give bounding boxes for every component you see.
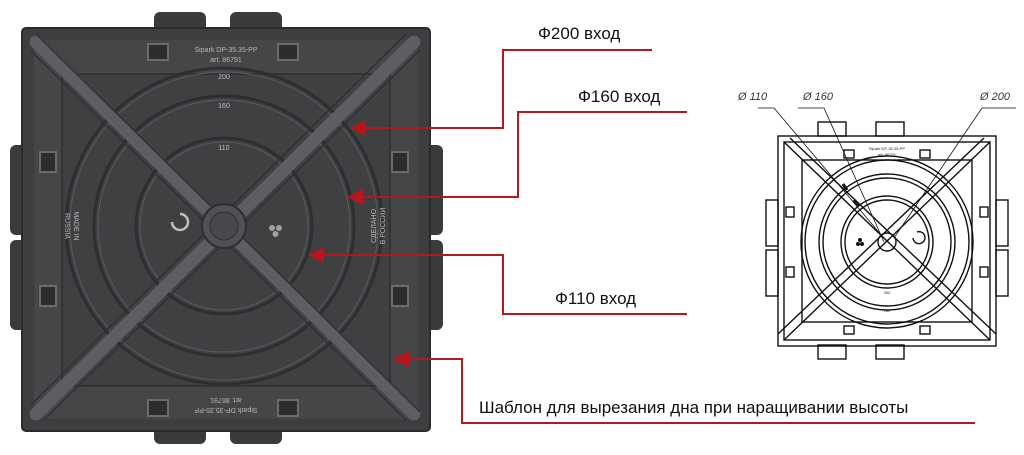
dim-label-110: Ø 110 bbox=[738, 91, 768, 103]
product-photo: Sipark DP-35.35-PP art. 86791 200 160 11… bbox=[10, 12, 443, 444]
drawing-ring-200 bbox=[800, 155, 974, 329]
drawing-ring-110 bbox=[840, 195, 934, 289]
ring-160 bbox=[92, 94, 356, 358]
ring-110-label: 110 bbox=[218, 145, 229, 152]
side-left-line1: MADE IN bbox=[72, 211, 79, 240]
drawing-body bbox=[777, 135, 997, 347]
ring-110 bbox=[134, 136, 314, 316]
callout-d110: Ф110 вход bbox=[555, 289, 637, 308]
drawing-ring-160 bbox=[818, 173, 956, 311]
ring-200-label: 200 bbox=[218, 74, 230, 81]
brand-text: Sipark DP-35.35-PP bbox=[194, 47, 257, 54]
side-right-line2: В РОССИИ bbox=[380, 208, 387, 245]
side-right-line1: СДЕЛАНО bbox=[371, 208, 378, 243]
dim-label-200: Ø 200 bbox=[980, 91, 1010, 103]
art-text-mirrored: art. 86791 bbox=[210, 396, 242, 403]
dim-label-160: Ø 160 bbox=[803, 91, 833, 103]
side-left-line2: RUSSIA bbox=[63, 213, 70, 239]
callout-d200: Ф200 вход bbox=[538, 24, 621, 43]
ring-160-label: 160 bbox=[218, 103, 230, 110]
svg-text:Sipark DP-35.35-PP: Sipark DP-35.35-PP bbox=[869, 146, 905, 151]
ring-200 bbox=[64, 66, 384, 386]
svg-text:160: 160 bbox=[884, 308, 891, 313]
svg-text:art. 86791: art. 86791 bbox=[878, 152, 897, 157]
art-text: art. 86791 bbox=[210, 57, 242, 64]
recycle-mark bbox=[269, 225, 282, 237]
callout-d160: Ф160 вход bbox=[578, 87, 661, 106]
svg-text:200: 200 bbox=[884, 290, 891, 295]
callout-template: Шаблон для вырезания дна при наращивании… bbox=[479, 398, 909, 417]
brand-text-mirrored: Sipark DP-35.35-PP bbox=[194, 406, 257, 413]
technical-drawing: Sipark DP-35.35-PP art. 86791 200 160 bbox=[758, 107, 1016, 360]
